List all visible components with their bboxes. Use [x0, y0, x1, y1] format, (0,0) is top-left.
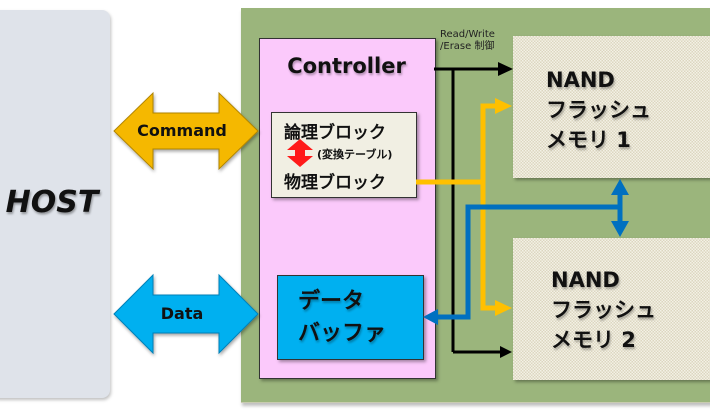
data-double-arrow — [113, 273, 259, 355]
control-arrow-head-1 — [498, 62, 513, 76]
control-signal-line2: /Erase 制御 — [440, 41, 495, 52]
control-bus — [434, 67, 500, 354]
control-signal-label: Read/Write /Erase 制御 — [440, 29, 495, 53]
controller-title: Controller — [287, 54, 406, 78]
nand-1-line3: メモリ 1 — [546, 128, 631, 152]
host-block — [0, 10, 110, 398]
control-arrow-head-2 — [500, 346, 512, 358]
command-double-arrow — [113, 91, 259, 171]
nand-2-line1: NAND — [551, 268, 620, 292]
nand-1-line2: フラッシュ — [546, 98, 651, 122]
nand-2-line3: メモリ 2 — [551, 328, 636, 352]
nand-flash-1-label: NAND フラッシュ メモリ 1 — [546, 65, 651, 155]
conversion-table-label: (変換テーブル) — [317, 148, 393, 161]
data-buffer-label-line1: データ — [298, 289, 365, 314]
data-bus-arrow-head-buffer — [423, 309, 438, 325]
mapping-table-block — [271, 112, 417, 198]
data-buffer-block — [277, 275, 424, 360]
nand-data-arrow-down — [611, 221, 629, 237]
nand-flash-1-block — [513, 36, 710, 178]
data-label: Data — [160, 304, 204, 323]
data-bus — [437, 194, 623, 320]
nand-data-arrow-up — [611, 179, 629, 195]
physical-block-label: 物理ブロック — [284, 173, 386, 193]
control-signal-line1: Read/Write — [440, 29, 495, 40]
logical-block-label: 論理ブロック — [284, 123, 386, 143]
swap-arrow-icon — [287, 139, 313, 167]
address-arrow-head-2 — [495, 300, 512, 316]
nand-1-line1: NAND — [546, 68, 615, 92]
command-label: Command — [137, 121, 227, 140]
nand-flash-2-label: NAND フラッシュ メモリ 2 — [551, 265, 656, 355]
address-arrow-head-1 — [495, 98, 512, 114]
host-label: HOST — [5, 185, 99, 220]
data-buffer-label-line2: バッファ — [298, 321, 387, 346]
nand-flash-2-block — [513, 238, 710, 380]
nand-2-line2: フラッシュ — [551, 298, 656, 322]
